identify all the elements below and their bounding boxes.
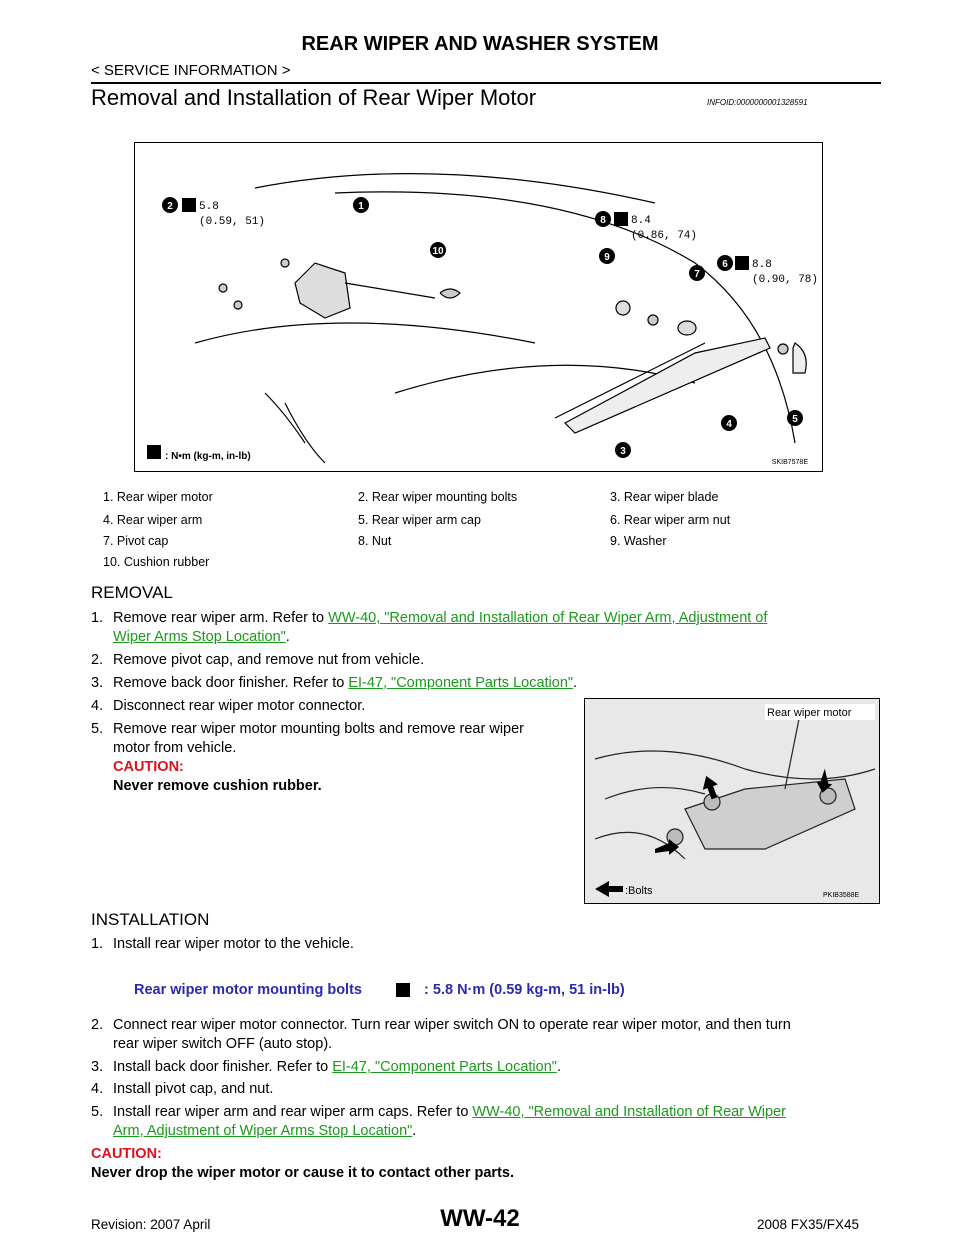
ei-47-link[interactable]: EI-47, "Component Parts Location" (348, 675, 574, 691)
exploded-view-figure: 1 2 10 8 9 7 6 4 5 3 5.8 (0.59, 51) 8.4 … (134, 142, 823, 472)
legend-item: 10. Cushion rubber (103, 555, 210, 569)
callout-7: 7 (694, 269, 700, 280)
legend-item: 5. Rear wiper arm cap (358, 513, 481, 527)
torque-icon (147, 445, 161, 459)
ei-47-link[interactable]: EI-47, "Component Parts Location" (332, 1059, 557, 1075)
motor-location-drawing: Rear wiper motor :Bolts PKIB3588E (585, 699, 879, 903)
ww-40-link-cont[interactable]: Wiper Arms Stop Location" (113, 629, 286, 645)
removal-step-3: 3.Remove back door finisher. Refer to EI… (91, 675, 578, 691)
torque-8-paren: (0.86, 74) (631, 230, 697, 242)
torque-spec: Rear wiper motor mounting bolts : 5.8 N·… (134, 982, 625, 998)
ww-40-link[interactable]: WW-40, "Removal and Installation of Rear… (328, 610, 768, 626)
legend-item: 9. Washer (610, 534, 667, 548)
torque-icon (182, 198, 196, 212)
callout-8: 8 (600, 215, 606, 226)
removal-step-1: 1.Remove rear wiper arm. Refer to WW-40,… (91, 610, 768, 645)
legend-item: 7. Pivot cap (103, 534, 169, 548)
caution-text: Never remove cushion rubber. (113, 778, 322, 794)
info-id: INFOID:0000000001328591 (707, 98, 808, 107)
legend-item: 4. Rear wiper arm (103, 513, 203, 527)
callout-6: 6 (722, 259, 728, 270)
caution-label: CAUTION: (113, 759, 184, 775)
document-title: REAR WIPER AND WASHER SYSTEM (301, 33, 659, 55)
installation-step-5: 5.Install rear wiper arm and rear wiper … (91, 1104, 786, 1139)
legend-item: 6. Rear wiper arm nut (610, 513, 731, 527)
callout-4: 4 (726, 419, 732, 430)
installation-heading: INSTALLATION (91, 910, 210, 929)
section-title: Removal and Installation of Rear Wiper M… (91, 85, 537, 110)
callout-10: 10 (432, 246, 444, 257)
motor-location-figure: Rear wiper motor :Bolts PKIB3588E (584, 698, 880, 904)
torque-2-value: 5.8 (199, 201, 219, 213)
installation-step-3: 3.Install back door finisher. Refer to E… (91, 1059, 561, 1075)
caution-label: CAUTION: (91, 1146, 162, 1162)
installation-step-4: 4.Install pivot cap, and nut. (91, 1081, 274, 1097)
document-subtitle: < SERVICE INFORMATION > (91, 62, 291, 79)
legend-item: 8. Nut (358, 534, 392, 548)
removal-step-2: 2.Remove pivot cap, and remove nut from … (91, 652, 425, 668)
installation-caution: CAUTION: Never drop the wiper motor or c… (91, 1145, 881, 1183)
legend-item: 3. Rear wiper blade (610, 490, 719, 504)
rear-wiper-motor-label: Rear wiper motor (767, 707, 852, 719)
page-number: WW-42 (440, 1205, 520, 1232)
ww-40-link-cont[interactable]: Arm, Adjustment of Wiper Arms Stop Locat… (113, 1123, 413, 1139)
torque-2-paren: (0.59, 51) (199, 216, 265, 228)
torque-6-paren: (0.90, 78) (752, 274, 818, 286)
ww-40-link[interactable]: WW-40, "Removal and Installation of Rear… (472, 1104, 786, 1120)
installation-step-2: 2.Connect rear wiper motor connector. Tu… (91, 1017, 791, 1052)
callout-1: 1 (358, 201, 364, 212)
bolts-label: :Bolts (625, 885, 653, 897)
callout-9: 9 (604, 252, 610, 263)
legend-item: 1. Rear wiper motor (103, 490, 213, 504)
removal-heading: REMOVAL (91, 583, 173, 602)
callout-5: 5 (792, 414, 798, 425)
model-name: 2008 FX35/FX45 (757, 1217, 860, 1232)
figure2-tag: PKIB3588E (823, 892, 860, 899)
figure-unit-legend: : N•m (kg-m, in-lb) (165, 451, 251, 462)
revision-date: Revision: 2007 April (91, 1217, 211, 1232)
torque-icon (614, 212, 628, 226)
caution-text: Never drop the wiper motor or cause it t… (91, 1165, 514, 1181)
torque-6-value: 8.8 (752, 259, 772, 271)
callout-3: 3 (620, 446, 626, 457)
callout-2: 2 (167, 201, 173, 212)
legend-item: 2. Rear wiper mounting bolts (358, 490, 518, 504)
removal-step-5: 5.Remove rear wiper motor mounting bolts… (91, 721, 525, 794)
torque-icon (396, 983, 411, 998)
exploded-view-drawing: 1 2 10 8 9 7 6 4 5 3 5.8 (0.59, 51) 8.4 … (147, 173, 818, 464)
header-divider (91, 82, 881, 84)
figure-tag: SKIB7578E (771, 459, 808, 466)
torque-icon (735, 256, 749, 270)
removal-step-4: 4.Disconnect rear wiper motor connector. (91, 698, 366, 714)
installation-step-1: 1.Install rear wiper motor to the vehicl… (91, 936, 354, 952)
torque-8-value: 8.4 (631, 215, 651, 227)
